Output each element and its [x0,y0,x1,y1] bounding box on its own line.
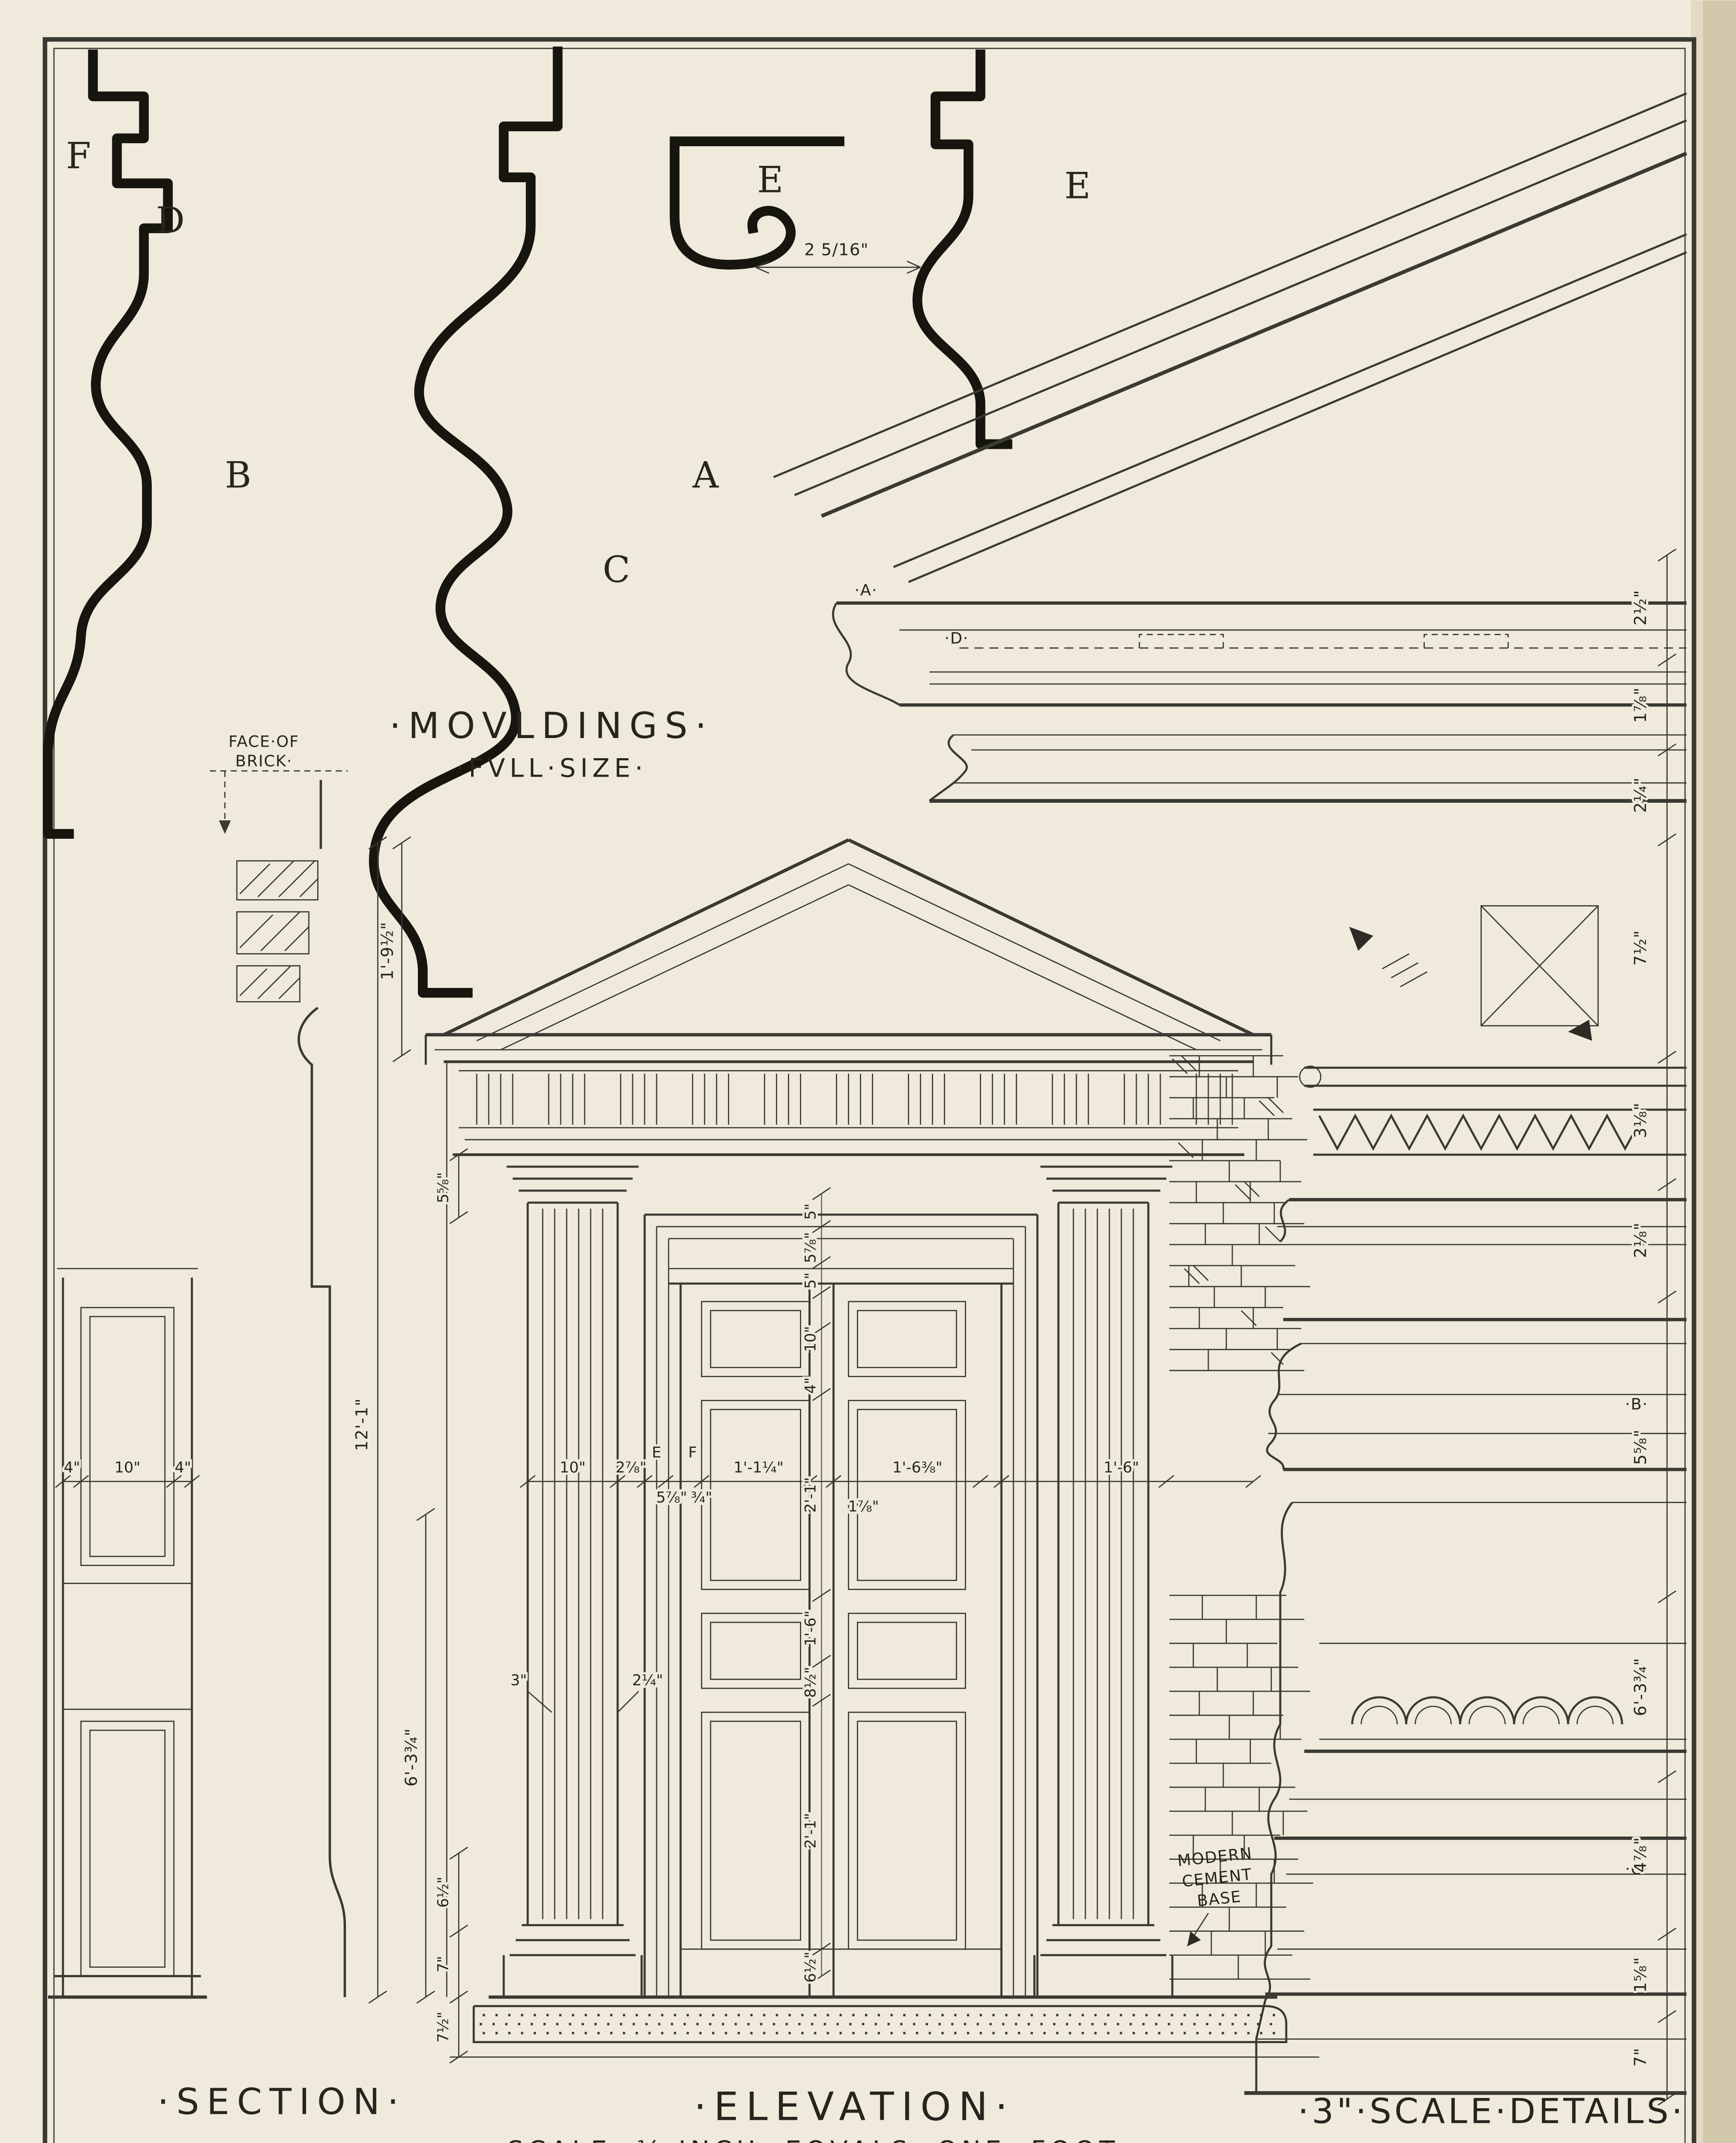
dim-panel-top: 10" [802,1326,820,1352]
detail-dim: 4⅞" [1631,1837,1650,1873]
brick-joints-lower [1192,1595,1284,1979]
dim-panel-mid: 2'-1" [802,1477,820,1513]
moulding-profile-abc [369,46,563,998]
dim-panel-bottom: 2'-1" [802,1813,820,1849]
dim-base-c: 7½" [435,2011,452,2042]
details-dim-ticks [1658,548,1676,2106]
pilaster-flutes [542,1208,1134,1919]
details-dim-texts: 2½" 1⅞" 2¼" 7½" 3⅛" 2⅛" 5⅝" 6'-3¾" 4⅞" 1… [1629,587,1652,2069]
detail-dim: 1⅝" [1631,1957,1650,1993]
note-base: BASE [1196,1887,1243,1910]
dim-rail-a: 4" [802,1377,820,1393]
raking-cornice-main [820,151,1688,518]
details-caption: ·3"·SCALE·DETAILS· [1298,2091,1686,2131]
detail-dim: 7½" [1631,930,1650,966]
dim-w-mid: 1⅞" [848,1498,879,1515]
elevation-drawing [368,836,1319,2064]
dim-total-height-line [368,836,387,2004]
base-profile-edge [1255,1501,1293,2093]
detail-letter-d: ·D· [944,629,969,647]
dim-rail-b: 8½" [802,1667,820,1698]
dim-w-left-panel: 1'-1¼" [733,1459,784,1476]
elevation-caption: ·ELEVATION· [694,2084,1015,2129]
profile-label-d: D [156,199,185,241]
dim-head-c: 5" [802,1273,820,1289]
brick-hatch-upper [1171,1055,1284,1365]
mouldings-title: ·MOVLDINGS· [389,705,714,747]
brick-courses-lower [1169,1594,1313,1980]
detail-dim: 6'-3¾" [1631,1657,1650,1716]
moulding-profile-fdb [43,49,173,839]
dim-head-a: 5" [802,1204,820,1220]
elevation-dim-texts: 12'-1" 1'-9½" 6'-3¾" 5⅝" 6½" 7" 7½" 5" 5… [350,919,1141,2045]
detail-dim: 1⅞" [1631,687,1650,723]
frieze-flutes [476,1074,1233,1125]
profile-label-e1: E [757,159,783,201]
section-caption: ·SECTION· [157,2080,406,2122]
chevron-band [1318,1113,1644,1151]
dim-jamb: 10" [560,1459,586,1476]
dim-flute-a: 3" [511,1672,527,1689]
detail-dim: 2½" [1631,590,1650,626]
dim-base-a: 6½" [435,1877,452,1908]
brick-joints-upper [1188,1056,1281,1371]
dim-total-height: 12'-1" [352,1398,372,1451]
dim-flute-b: 2¼" [632,1672,663,1689]
moulding-profile-e1 [670,136,844,270]
detail-dim: 3⅛" [1631,1102,1650,1138]
dim-kick: 6½" [802,1952,820,1983]
detail-letter-a: ·A· [855,581,878,600]
dim-w-a: 2⅞" [616,1459,646,1476]
face-of-brick-note: FACE·OF BRICK· [210,732,348,834]
pediment-raking-outer [443,838,1254,1036]
paper-edge-band [1703,0,1736,2143]
dim-head-b: 5⅞" [802,1232,820,1263]
profile-label-f: F [66,135,91,177]
dim-cap-height: 5⅝" [435,1172,452,1203]
mouldings-subtitle: ·FVLL·SIZE· [456,754,648,783]
detail-dim: 7" [1631,2047,1650,2067]
pilaster-edges [526,1202,1150,1925]
moulding-profile-e2 [913,49,1012,449]
section-dim-mid: 10" [114,1459,141,1476]
detail-letter-c: ·C· [1625,1860,1648,1878]
profile-label-b: B [225,454,252,496]
detail-dim: 2⅛" [1631,1222,1650,1258]
dim-w-c: ¾" [691,1489,712,1506]
section-profile-line [297,780,346,1997]
section-dim-right: 4" [175,1459,191,1476]
section-dim-left: 4" [64,1459,80,1476]
face-of-brick-line2: BRICK· [235,752,292,770]
face-of-brick-line1: FACE·OF [228,732,299,751]
scale-details-drawing [773,92,1688,2106]
moulding-dim-arrow [755,261,921,274]
dim-pediment-height: 1'-9½" [378,921,397,980]
scale-note: ·SCALE· ½·INCH· EQVALS· ONE· FOOT· [495,2136,1132,2143]
detail-letter-b: ·B· [1625,1395,1648,1414]
moulding-profiles [43,46,1012,998]
dim-w-b: 5⅞" [656,1489,687,1506]
sheet-border [42,37,1697,2143]
raking-cornice-lines [773,92,1687,583]
detail-dim: 5⅝" [1631,1429,1650,1465]
dim-letter-e: E [652,1444,661,1462]
scallop-arcs [1351,1696,1623,1725]
section-drawing [48,780,346,1999]
profile-label-c: C [603,549,630,591]
step-stipple [480,2014,1280,2035]
section-hatch [239,860,318,999]
dim-letter-f: F [688,1444,697,1462]
detail-dim: 2¼" [1631,777,1650,813]
dim-panel-small: 1'-6" [802,1611,820,1646]
dim-w-right: 1'-6" [1104,1459,1139,1476]
profile-label-e2: E [1064,165,1090,207]
dim-w-right-panel: 1'-6⅜" [892,1459,943,1476]
moulding-dim-e: 2 5/16" [804,240,869,260]
dim-base-b: 7" [435,1956,452,1972]
dim-shaft-height: 6'-3¾" [402,1728,421,1787]
profile-label-a: A [692,454,719,496]
